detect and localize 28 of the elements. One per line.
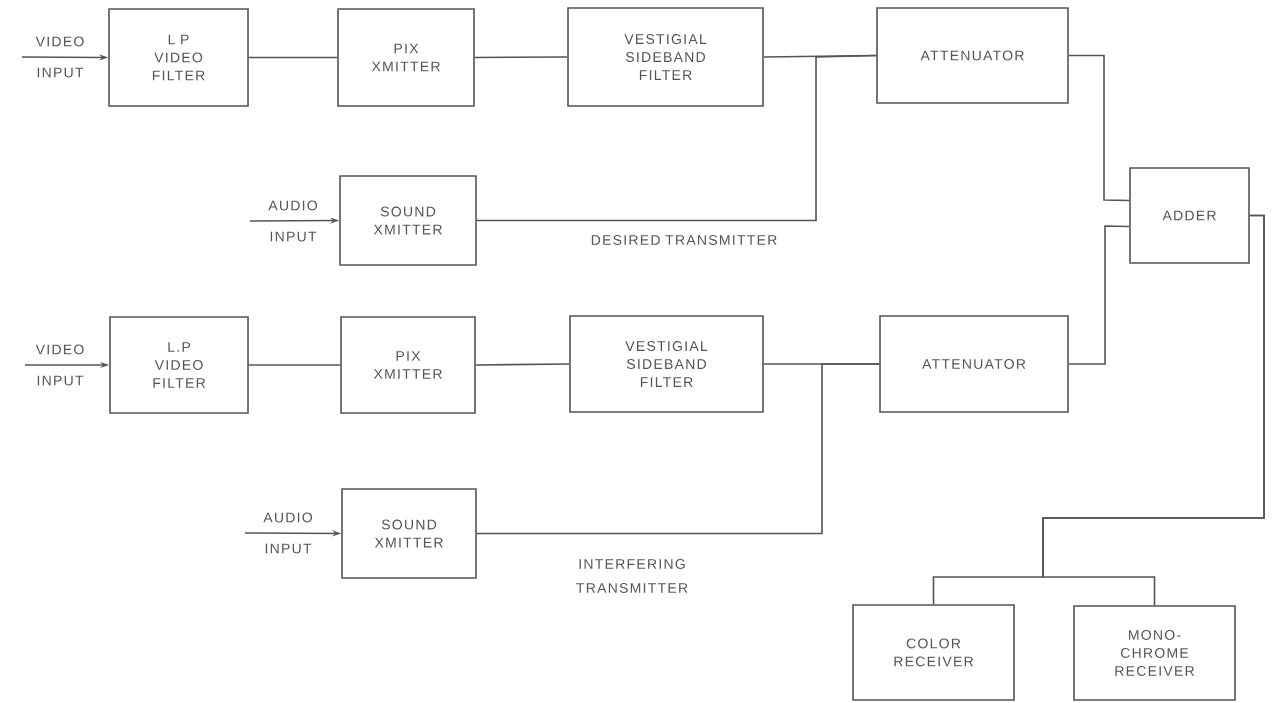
block-box: ATTENUATOR: [876, 7, 1069, 104]
block-box: ATTENUATOR: [879, 315, 1069, 413]
input-label: AUDIO INPUT: [268, 200, 318, 242]
connector: [476, 54, 877, 222]
connector: [248, 56, 338, 59]
connector: [1068, 225, 1130, 365]
transmitter-label: DESIRED TRANSMITTER: [591, 235, 777, 245]
input-label: VIDEO INPUT: [35, 344, 84, 386]
connector: [474, 56, 568, 59]
block-box: SOUND XMITTER: [339, 175, 477, 266]
block-box: COLOR RECEIVER: [852, 604, 1015, 701]
connector: [1068, 54, 1130, 202]
block-box: VESTIGIAL SIDEBAND FILTER: [569, 315, 764, 413]
connector: [476, 363, 880, 535]
block-box: VESTIGIAL SIDEBAND FILTER: [567, 7, 764, 107]
block-box: L P VIDEO FILTER: [108, 8, 249, 107]
transmitter-label: INTERFERING TRANSMITTER: [576, 559, 688, 593]
input-label: VIDEO INPUT: [35, 36, 84, 78]
block-box: ADDER: [1129, 167, 1250, 264]
block-box: PIX XMITTER: [340, 316, 476, 414]
block-box: SOUND XMITTER: [341, 488, 477, 579]
connector: [475, 363, 570, 366]
block-box: L.P VIDEO FILTER: [109, 316, 249, 414]
connector: [248, 364, 341, 366]
block-box: PIX XMITTER: [337, 8, 475, 107]
block-box: MONO- CHROME RECEIVER: [1073, 605, 1236, 701]
connector: [1042, 214, 1265, 606]
input-label: AUDIO INPUT: [263, 512, 313, 554]
